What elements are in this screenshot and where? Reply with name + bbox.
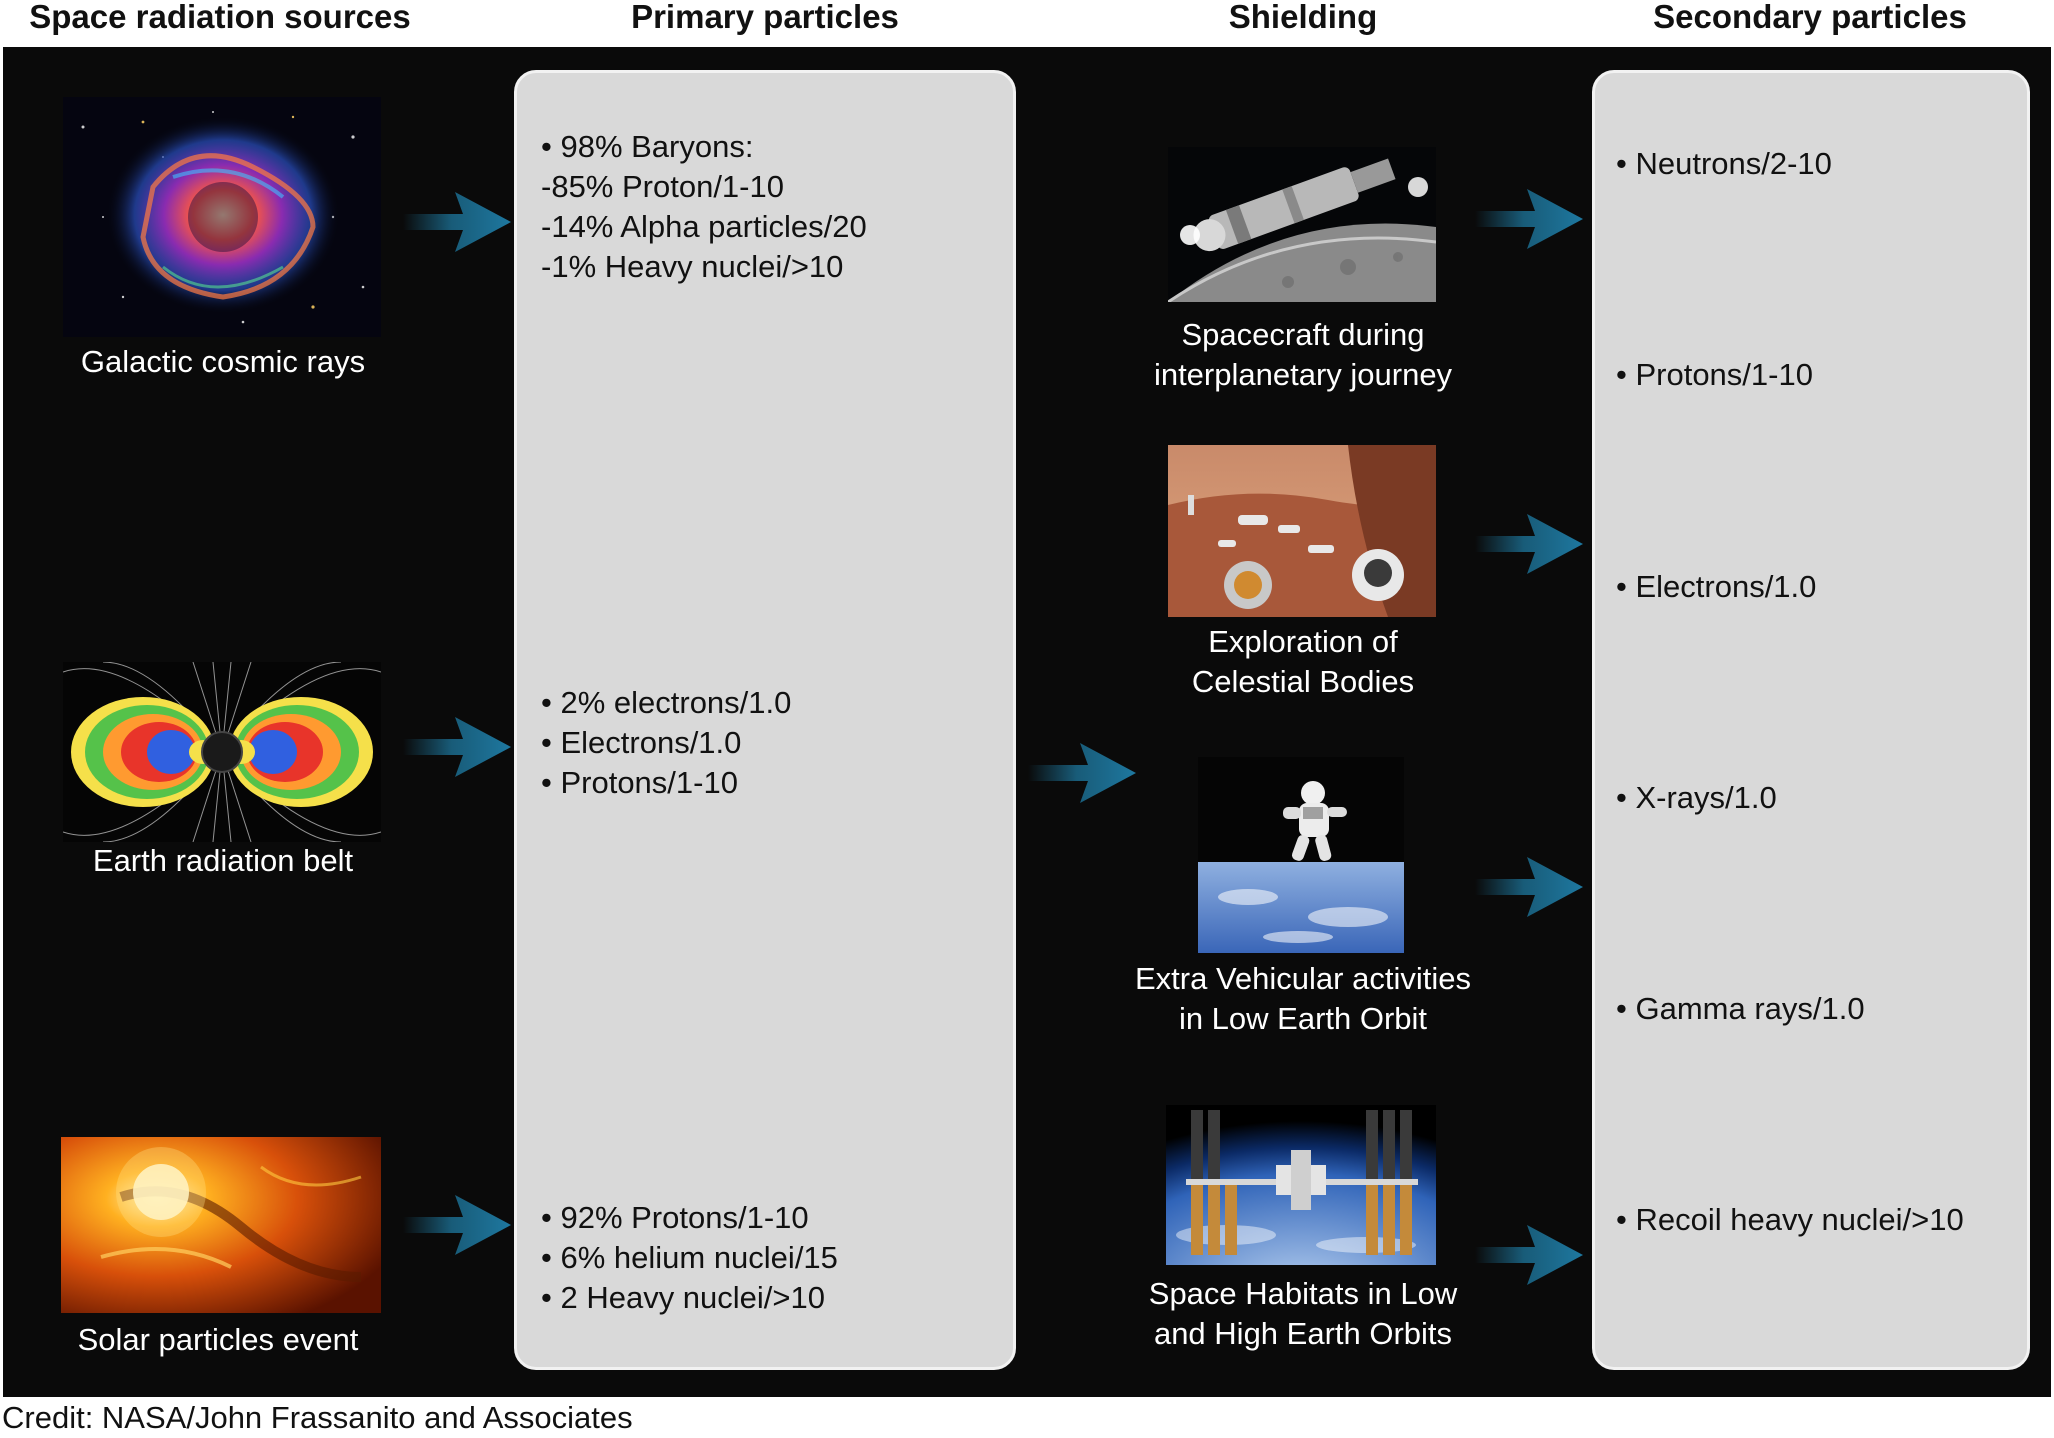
- arrow-primary-to-shielding: [1028, 743, 1136, 803]
- spacecraft-caption: Spacecraft during interplanetary journey: [1113, 315, 1493, 395]
- arrow-cosmic-to-primary: [403, 192, 511, 252]
- space-habitat-image: [1166, 1105, 1436, 1265]
- secondary-particles-box: [1592, 70, 2030, 1370]
- primary-line: • 2 Heavy nuclei/>10: [541, 1280, 825, 1315]
- eva-caption-line2: in Low Earth Orbit: [1178, 1001, 1428, 1036]
- eva-caption-line1: Extra Vehicular activities: [1135, 961, 1471, 996]
- eva-caption: Extra Vehicular activities in Low Earth …: [1113, 959, 1493, 1039]
- arrow-solar-to-primary: [403, 1195, 511, 1255]
- celestial-exploration-caption-line2: Celestial Bodies: [1191, 664, 1415, 699]
- arrow-habitat-to-secondary: [1475, 1225, 1583, 1285]
- celestial-exploration-caption: Exploration of Celestial Bodies: [1113, 622, 1493, 702]
- header-space-radiation-sources: Space radiation sources: [29, 0, 411, 35]
- space-habitat-caption-line1: Space Habitats in Low: [1148, 1276, 1458, 1311]
- secondary-item: • Gamma rays/1.0: [1616, 991, 1865, 1026]
- spacecraft-caption-line2: interplanetary journey: [1153, 357, 1453, 392]
- space-habitat-caption-line2: and High Earth Orbits: [1153, 1316, 1453, 1351]
- primary-line: • Protons/1-10: [541, 765, 738, 800]
- spacecraft-image: [1168, 147, 1436, 302]
- primary-group-belt: • 2% electrons/1.0 • Electrons/1.0 • Pro…: [541, 683, 791, 803]
- primary-line: • 92% Protons/1-10: [541, 1200, 809, 1235]
- solar-particles-event-caption: Solar particles event: [77, 1322, 359, 1357]
- header-primary-particles: Primary particles: [631, 0, 899, 35]
- solar-particles-event-image: [61, 1137, 381, 1313]
- secondary-item: • Protons/1-10: [1616, 357, 1813, 392]
- secondary-item: • Electrons/1.0: [1616, 569, 1817, 604]
- diagram-panel: Galactic cosmic rays: [3, 47, 2051, 1397]
- earth-radiation-belt-caption: Earth radiation belt: [92, 843, 354, 878]
- secondary-item: • Recoil heavy nuclei/>10: [1616, 1202, 1964, 1237]
- spacecraft-caption-line1: Spacecraft during: [1181, 317, 1425, 352]
- primary-line: -85% Proton/1-10: [541, 169, 784, 204]
- earth-radiation-belt-image: [63, 662, 381, 842]
- primary-group-solar: • 92% Protons/1-10 • 6% helium nuclei/15…: [541, 1198, 838, 1318]
- credit-line: Credit: NASA/John Frassanito and Associa…: [2, 1400, 633, 1435]
- primary-line: -1% Heavy nuclei/>10: [541, 249, 844, 284]
- celestial-exploration-image: [1168, 445, 1436, 617]
- arrow-belt-to-primary: [403, 717, 511, 777]
- arrow-spacecraft-to-secondary: [1475, 189, 1583, 249]
- celestial-exploration-caption-line1: Exploration of: [1208, 624, 1398, 659]
- header-secondary-particles: Secondary particles: [1653, 0, 1967, 35]
- header-shielding: Shielding: [1228, 0, 1378, 35]
- space-habitat-caption: Space Habitats in Low and High Earth Orb…: [1113, 1274, 1493, 1354]
- arrow-eva-to-secondary: [1475, 857, 1583, 917]
- primary-line: • 6% helium nuclei/15: [541, 1240, 838, 1275]
- primary-line: -14% Alpha particles/20: [541, 209, 867, 244]
- primary-line: • 2% electrons/1.0: [541, 685, 792, 720]
- arrow-celestial-to-secondary: [1475, 514, 1583, 574]
- primary-particles-box: [514, 70, 1016, 1370]
- eva-image: [1198, 757, 1404, 953]
- secondary-item: • Neutrons/2-10: [1616, 146, 1832, 181]
- primary-line: • Electrons/1.0: [541, 725, 742, 760]
- galactic-cosmic-rays-caption: Galactic cosmic rays: [80, 344, 366, 379]
- secondary-item: • X-rays/1.0: [1616, 780, 1777, 815]
- galactic-cosmic-rays-image: [63, 97, 381, 337]
- primary-line: • 98% Baryons:: [541, 129, 754, 164]
- primary-group-cosmic: • 98% Baryons: -85% Proton/1-10 -14% Alp…: [541, 127, 867, 287]
